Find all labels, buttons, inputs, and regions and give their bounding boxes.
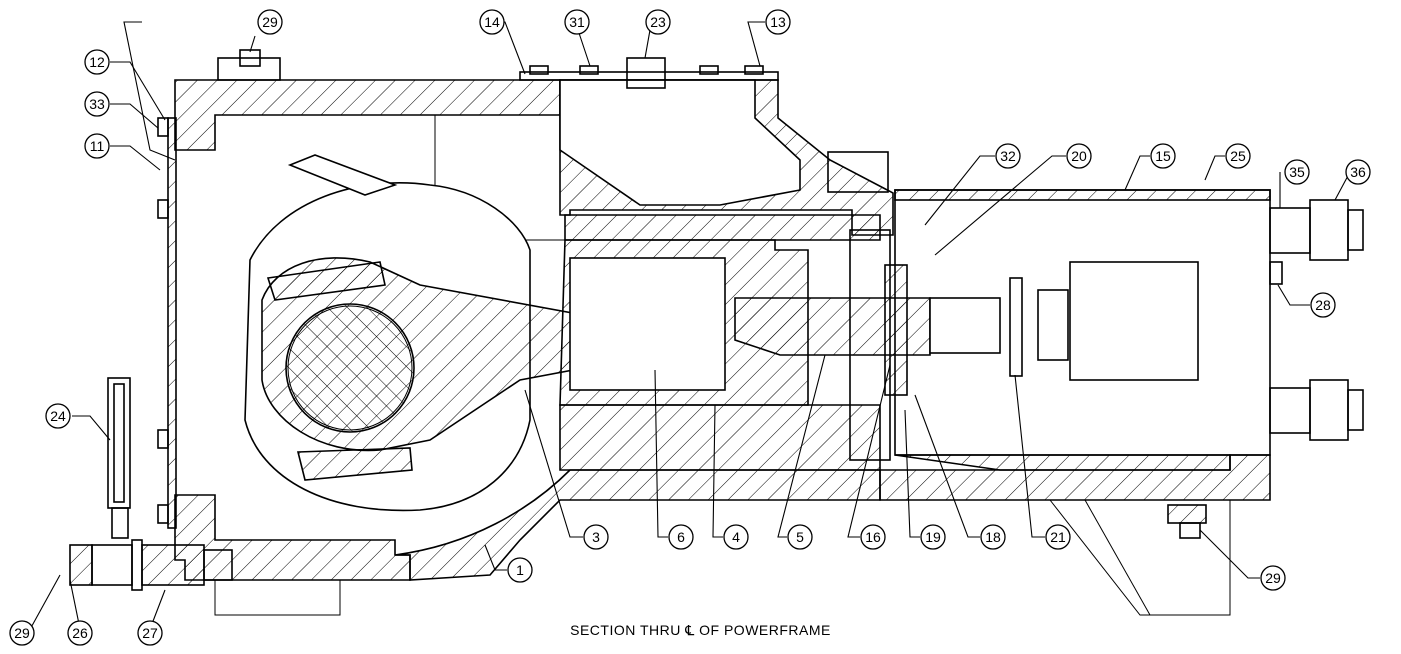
callout-36: 36 [1345, 159, 1371, 185]
discharge-fittings [827, 151, 1364, 539]
svg-text:27: 27 [142, 625, 158, 641]
callout-27: 27 [137, 620, 163, 646]
svg-text:33: 33 [89, 96, 105, 112]
svg-text:19: 19 [925, 529, 941, 545]
drawing-caption: SECTION THRU ℄ OF POWERFRAME [0, 622, 1401, 639]
callout-1: 1 [507, 557, 533, 583]
svg-text:16: 16 [865, 529, 881, 545]
caption-suffix: OF POWERFRAME [699, 622, 831, 638]
svg-text:12: 12 [89, 54, 105, 70]
svg-text:5: 5 [796, 529, 804, 545]
svg-text:28: 28 [1315, 297, 1331, 313]
callout-28: 28 [1310, 292, 1336, 318]
callout-35: 35 [1284, 159, 1310, 185]
callout-32: 32 [995, 143, 1021, 169]
svg-text:29: 29 [14, 625, 30, 641]
callout-12: 12 [84, 49, 110, 75]
svg-text:15: 15 [1155, 148, 1171, 164]
svg-text:6: 6 [677, 529, 685, 545]
top-cover [217, 49, 779, 89]
callout-21: 21 [1045, 524, 1071, 550]
svg-text:14: 14 [484, 14, 500, 30]
svg-text:13: 13 [770, 14, 786, 30]
svg-text:1: 1 [516, 562, 524, 578]
sight-glass [107, 377, 131, 539]
svg-text:29: 29 [262, 14, 278, 30]
callout-13: 13 [765, 9, 791, 35]
svg-text:36: 36 [1350, 164, 1366, 180]
svg-text:29: 29 [1265, 570, 1281, 586]
svg-text:35: 35 [1289, 164, 1305, 180]
callout-16: 16 [860, 524, 886, 550]
callout-24: 24 [45, 403, 71, 429]
callout-29-right: 29 [1260, 565, 1286, 591]
svg-text:18: 18 [985, 529, 1001, 545]
callout-15: 15 [1150, 143, 1176, 169]
callout-14: 14 [479, 9, 505, 35]
svg-text:32: 32 [1000, 148, 1016, 164]
callout-19: 19 [920, 524, 946, 550]
svg-text:31: 31 [569, 14, 585, 30]
callout-29-top: 29 [257, 9, 283, 35]
callout-5: 5 [787, 524, 813, 550]
svg-text:25: 25 [1230, 148, 1246, 164]
svg-text:4: 4 [732, 529, 740, 545]
svg-text:24: 24 [50, 408, 66, 424]
crosshead [559, 239, 809, 406]
extension-rod [734, 229, 1069, 461]
svg-text:11: 11 [90, 138, 105, 154]
callouts: 29 14 31 23 13 12 33 11 32 20 15 25 35 3… [9, 9, 1371, 646]
left-cover-bolts [157, 117, 169, 524]
callout-20: 20 [1066, 143, 1092, 169]
callout-6: 6 [668, 524, 694, 550]
centerline-symbol: ℄ [685, 622, 695, 638]
callout-3: 3 [583, 524, 609, 550]
svg-text:20: 20 [1071, 148, 1087, 164]
callout-18: 18 [980, 524, 1006, 550]
svg-text:23: 23 [650, 14, 666, 30]
svg-text:21: 21 [1050, 529, 1066, 545]
callout-33: 33 [84, 91, 110, 117]
callout-25: 25 [1225, 143, 1251, 169]
frame-housing [167, 79, 1271, 616]
callout-29-bottom-left: 29 [9, 620, 35, 646]
callout-26: 26 [67, 620, 93, 646]
drain-fittings [69, 539, 233, 591]
svg-text:26: 26 [72, 625, 88, 641]
callout-11: 11 [84, 133, 110, 159]
callout-31: 31 [564, 9, 590, 35]
svg-text:3: 3 [592, 529, 600, 545]
callout-23: 23 [645, 9, 671, 35]
callout-4: 4 [723, 524, 749, 550]
caption-prefix: SECTION THRU [570, 622, 681, 638]
